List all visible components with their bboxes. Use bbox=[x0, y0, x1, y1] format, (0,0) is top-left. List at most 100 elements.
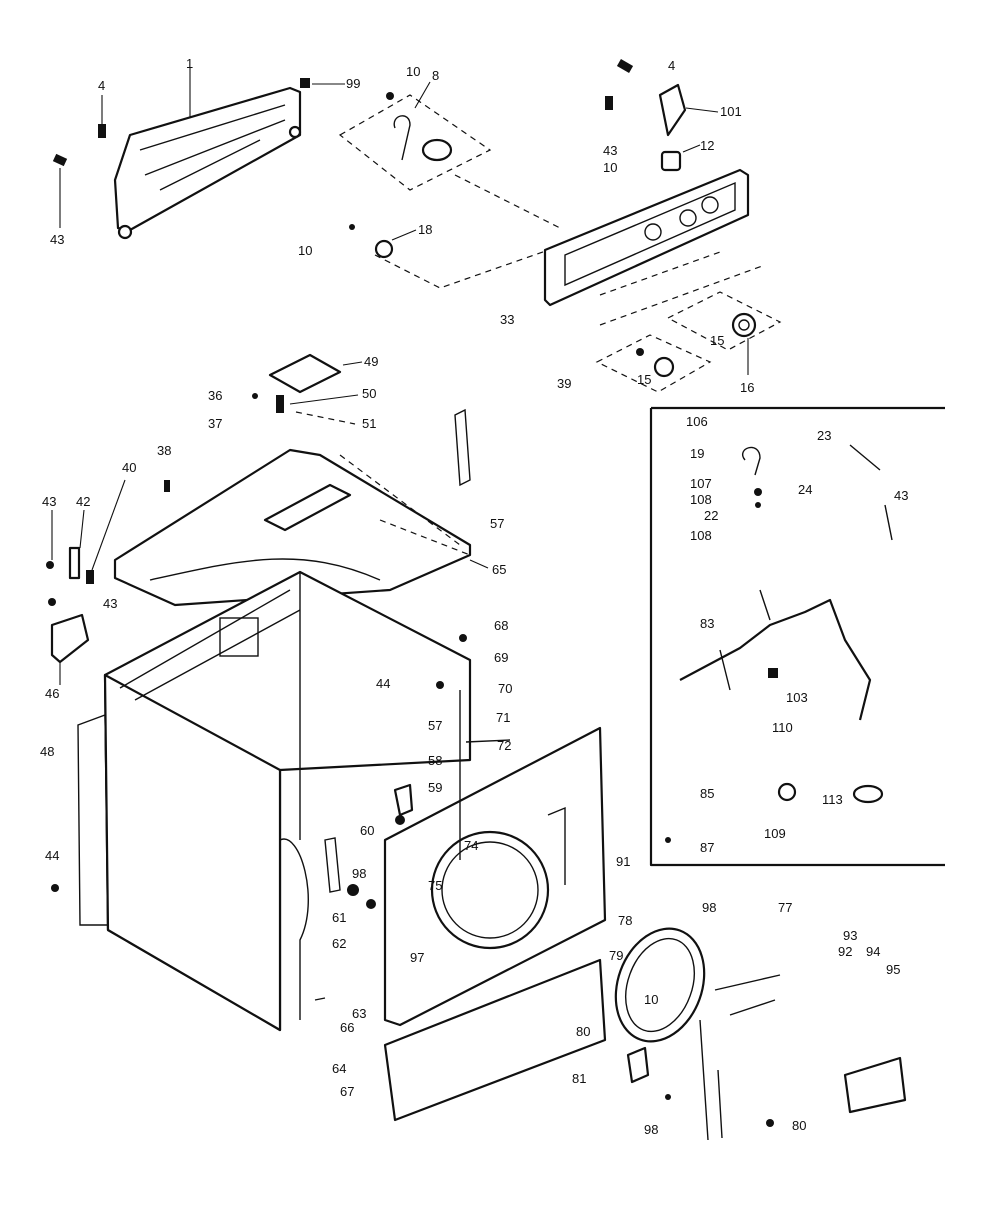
label-49: 49 bbox=[364, 354, 378, 369]
label-74: 74 bbox=[464, 838, 478, 853]
label-19: 19 bbox=[690, 446, 704, 461]
label-103: 103 bbox=[786, 690, 808, 705]
label-38: 38 bbox=[157, 443, 171, 458]
wiring-inset bbox=[649, 406, 945, 867]
label-57: 57 bbox=[490, 516, 504, 531]
label-59: 59 bbox=[428, 780, 442, 795]
cabinet bbox=[51, 570, 472, 1032]
label-48: 48 bbox=[40, 744, 54, 759]
label-10: 10 bbox=[603, 160, 617, 175]
label-57: 57 bbox=[428, 718, 442, 733]
label-4: 4 bbox=[98, 78, 105, 93]
label-8: 8 bbox=[432, 68, 439, 83]
label-10: 10 bbox=[298, 243, 312, 258]
label-72: 72 bbox=[497, 738, 511, 753]
label-98: 98 bbox=[702, 900, 716, 915]
label-33: 33 bbox=[500, 312, 514, 327]
lint-screen-49 bbox=[252, 353, 363, 425]
fasteners-left-top bbox=[46, 479, 170, 685]
label-61: 61 bbox=[332, 910, 346, 925]
bracket-101 bbox=[605, 59, 719, 137]
label-12: 12 bbox=[700, 138, 714, 153]
label-85: 85 bbox=[700, 786, 714, 801]
label-23: 23 bbox=[817, 428, 831, 443]
label-22: 22 bbox=[704, 508, 718, 523]
label-65: 65 bbox=[492, 562, 506, 577]
front-panel bbox=[383, 634, 607, 1122]
label-109: 109 bbox=[764, 826, 786, 841]
label-113: 113 bbox=[822, 792, 843, 807]
label-79: 79 bbox=[609, 948, 623, 963]
label-43: 43 bbox=[894, 488, 908, 503]
label-39: 39 bbox=[557, 376, 571, 391]
label-37: 37 bbox=[208, 416, 222, 431]
label-36: 36 bbox=[208, 388, 222, 403]
callout-labels: 1 4 99 10 8 43 4 101 43 10 12 10 18 33 1… bbox=[40, 56, 908, 1137]
label-80: 80 bbox=[792, 1118, 806, 1133]
label-51: 51 bbox=[362, 416, 376, 431]
bulb-holder-18 bbox=[349, 189, 721, 289]
label-63: 63 bbox=[352, 1006, 366, 1021]
label-110: 110 bbox=[772, 720, 793, 735]
control-plate-8 bbox=[338, 81, 561, 229]
label-4: 4 bbox=[668, 58, 675, 73]
rear-top-bracket bbox=[113, 68, 302, 240]
door-switch-hardware bbox=[314, 783, 414, 1001]
label-78: 78 bbox=[618, 913, 632, 928]
label-15: 15 bbox=[710, 333, 724, 348]
label-18: 18 bbox=[418, 222, 432, 237]
label-69: 69 bbox=[494, 650, 508, 665]
label-93: 93 bbox=[843, 928, 857, 943]
label-46: 46 bbox=[45, 686, 59, 701]
label-42: 42 bbox=[76, 494, 90, 509]
label-10: 10 bbox=[644, 992, 658, 1007]
screw-4 bbox=[98, 95, 106, 138]
label-95: 95 bbox=[886, 962, 900, 977]
label-60: 60 bbox=[360, 823, 374, 838]
label-87: 87 bbox=[700, 840, 714, 855]
label-62: 62 bbox=[332, 936, 346, 951]
label-16: 16 bbox=[740, 380, 754, 395]
label-108: 108 bbox=[690, 528, 712, 543]
label-67: 67 bbox=[340, 1084, 354, 1099]
label-71: 71 bbox=[496, 710, 510, 725]
label-106: 106 bbox=[686, 414, 708, 429]
label-75: 75 bbox=[428, 878, 442, 893]
label-64: 64 bbox=[332, 1061, 346, 1076]
knob-12 bbox=[660, 144, 701, 172]
label-66: 66 bbox=[340, 1020, 354, 1035]
screw-43 bbox=[52, 153, 68, 228]
knob-group-15-16 bbox=[595, 291, 782, 393]
label-44: 44 bbox=[45, 848, 59, 863]
label-58: 58 bbox=[428, 753, 442, 768]
label-81: 81 bbox=[572, 1071, 586, 1086]
label-80: 80 bbox=[576, 1024, 590, 1039]
label-40: 40 bbox=[122, 460, 136, 475]
label-70: 70 bbox=[498, 681, 512, 696]
label-83: 83 bbox=[700, 616, 714, 631]
label-10: 10 bbox=[406, 64, 420, 79]
screw-99 bbox=[300, 78, 345, 88]
label-107: 107 bbox=[690, 476, 712, 491]
label-50: 50 bbox=[362, 386, 376, 401]
control-console-33 bbox=[543, 168, 766, 326]
label-97: 97 bbox=[410, 950, 424, 965]
label-77: 77 bbox=[778, 900, 792, 915]
label-94: 94 bbox=[866, 944, 880, 959]
label-91: 91 bbox=[616, 854, 630, 869]
label-68: 68 bbox=[494, 618, 508, 633]
label-108: 108 bbox=[690, 492, 712, 507]
door-assembly bbox=[614, 927, 907, 1141]
label-43: 43 bbox=[103, 596, 117, 611]
label-44: 44 bbox=[376, 676, 390, 691]
label-101: 101 bbox=[720, 104, 742, 119]
label-1: 1 bbox=[186, 56, 193, 71]
label-43: 43 bbox=[42, 494, 56, 509]
label-92: 92 bbox=[838, 944, 852, 959]
label-24: 24 bbox=[798, 482, 812, 497]
label-99: 99 bbox=[346, 76, 360, 91]
label-15: 15 bbox=[637, 372, 651, 387]
label-43: 43 bbox=[603, 143, 617, 158]
label-98: 98 bbox=[644, 1122, 658, 1137]
